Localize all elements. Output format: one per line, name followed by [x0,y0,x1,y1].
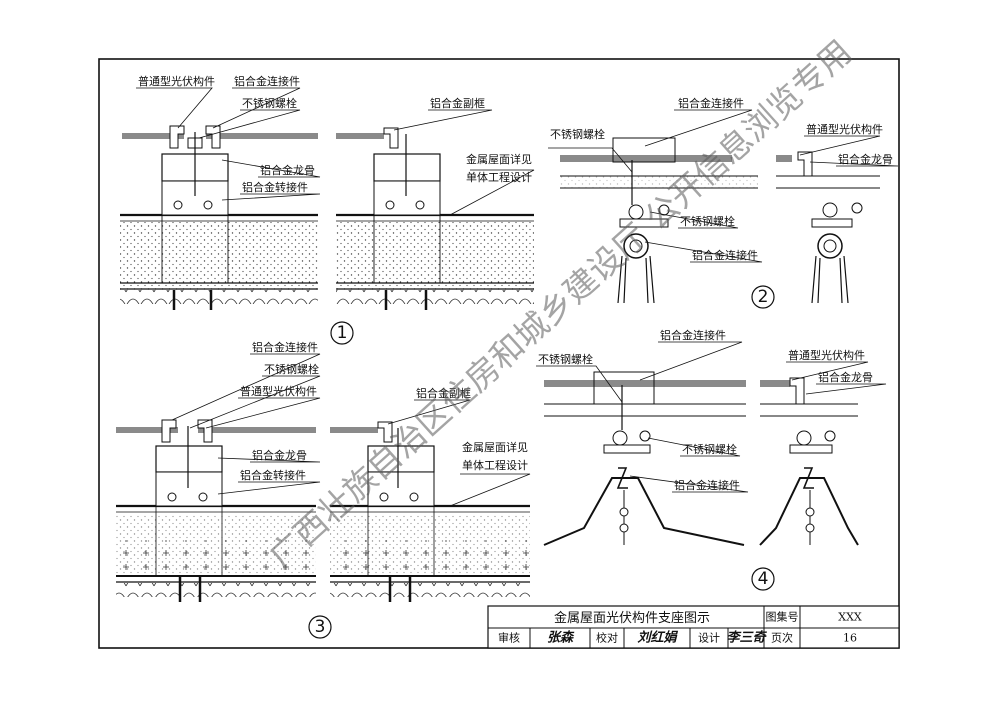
d2-label-connector: 铝合金连接件 [678,96,744,110]
detail-1 [120,125,534,310]
detail-number-2: 2 [758,287,769,307]
d2-label-pv-module: 普通型光伏构件 [806,122,883,136]
title-block [487,605,900,649]
d4-label-bolt-2: 不锈钢螺栓 [682,442,737,456]
d3-label-pv-module: 普通型光伏构件 [240,384,317,398]
design-label: 设计 [698,632,720,645]
design-signature: 李三奇 [726,630,767,646]
check-label: 校对 [596,631,618,645]
d4-label-pv-module: 普通型光伏构件 [788,348,865,362]
d3-label-connector: 铝合金连接件 [252,340,318,354]
d3-label-adapter: 铝合金转接件 [240,468,306,482]
detail-number-1: 1 [337,323,348,343]
d2-label-purlin: 铝合金龙骨 [838,152,893,166]
page-number: 16 [843,632,857,645]
d1-label-connector: 铝合金连接件 [234,74,300,88]
d2-label-bolt: 不锈钢螺栓 [550,127,605,141]
page-label: 页次 [771,631,793,645]
d3-label-roof-note-2: 单体工程设计 [462,458,528,472]
d4-label-bolt: 不锈钢螺栓 [538,352,593,366]
detail-number-3: 3 [315,617,326,637]
d1-label-sub-frame: 铝合金副框 [430,96,485,110]
watermark: 广西壮族自治区住房和城乡建设厅 公开信息浏览专用 [261,32,859,576]
d2-label-bolt-2: 不锈钢螺栓 [680,214,735,228]
d2-label-connector-2: 铝合金连接件 [692,248,758,262]
detail-4 [543,371,859,546]
d3-label-roof-note-1: 金属屋面详见 [462,440,528,454]
detail-2 [560,137,880,304]
d3-label-bolt: 不锈钢螺栓 [264,362,319,376]
check-signature: 刘红娟 [637,630,678,646]
review-signature: 张森 [547,630,575,646]
drawing-title: 金属屋面光伏构件支座图示 [554,610,710,626]
d1-label-pv-module: 普通型光伏构件 [138,74,215,88]
d4-label-purlin: 铝合金龙骨 [818,370,873,384]
d4-label-connector-2: 铝合金连接件 [674,478,740,492]
d1-label-adapter: 铝合金转接件 [242,180,308,194]
d1-label-bolt: 不锈钢螺栓 [242,96,297,110]
d1-label-roof-note-1: 金属屋面详见 [466,152,532,166]
atlas-number-label: 图集号 [766,610,799,624]
d3-label-purlin: 铝合金龙骨 [252,448,307,462]
review-label: 审核 [498,631,520,645]
detail-3 [116,419,530,602]
d4-label-connector: 铝合金连接件 [660,328,726,342]
d1-label-purlin: 铝合金龙骨 [260,163,315,177]
atlas-number: XXX [838,611,862,624]
d3-label-sub-frame: 铝合金副框 [416,386,471,400]
d1-label-roof-note-2: 单体工程设计 [466,170,532,184]
detail-number-4: 4 [758,569,769,589]
